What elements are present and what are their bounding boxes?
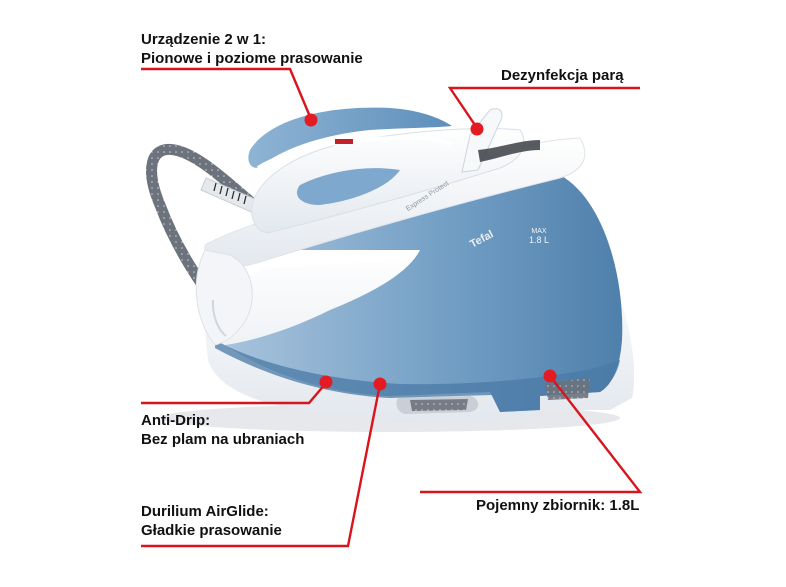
callout-title: Urządzenie 2 w 1: (141, 31, 267, 48)
callout-title: Dezynfekcja parą (501, 67, 624, 84)
callout-dot-soleplate (373, 377, 387, 391)
callout-subtitle: Pionowe i poziome prasowanie (141, 50, 363, 67)
callout-lines (141, 67, 643, 548)
callout-subtitle: Bez plam na ubraniach (141, 431, 305, 448)
callout-line-tank (420, 375, 643, 494)
strain-relief-grip (213, 182, 247, 205)
control-panel-edge (211, 299, 227, 337)
callout-label-two-in-one: Urządzenie 2 w 1: Pionowe i poziome pras… (141, 30, 363, 68)
tank-capacity-mark: MAX 1.8 L (524, 228, 554, 245)
steam-hose (146, 143, 264, 316)
airglide-mesh-left (410, 399, 468, 411)
tank-capacity-label: MAX (531, 228, 547, 235)
tank-capacity-value: 1.8 L (528, 235, 550, 245)
iron-rest-gap (478, 140, 540, 162)
callout-subtitle: Gładkie prasowanie (141, 522, 282, 539)
callout-title: Pojemny zbiornik: 1.8L (476, 497, 640, 514)
steam-trigger (335, 139, 353, 144)
callout-line-anti-drip (141, 382, 327, 405)
base-front-cap (195, 249, 253, 346)
callout-title: Anti-Drip: (141, 412, 211, 429)
callout-dot-anti-drip (319, 375, 333, 389)
callout-line-soleplate (141, 383, 382, 548)
callout-label-anti-drip: Anti-Drip: Bez plam na ubraniach (141, 411, 304, 449)
callout-title: Durilium AirGlide: (141, 503, 269, 520)
callout-dots (304, 113, 557, 391)
callout-label-soleplate: Durilium AirGlide: Gładkie prasowanie (141, 502, 282, 540)
iron-handle (248, 107, 452, 168)
callout-line-two-in-one (141, 67, 313, 120)
handle-white-stripe (256, 135, 452, 170)
callout-dot-two-in-one (304, 113, 318, 127)
callout-line-steam-disinfection (447, 86, 640, 129)
iron-grip-inset (296, 168, 400, 205)
callout-label-steam-disinfection: Dezynfekcja parą (501, 66, 624, 85)
base-blue-band (215, 340, 620, 412)
callout-dot-tank (543, 369, 557, 383)
callout-dot-steam-disinfection (470, 122, 484, 136)
callout-label-tank: Pojemny zbiornik: 1.8L (476, 496, 639, 515)
